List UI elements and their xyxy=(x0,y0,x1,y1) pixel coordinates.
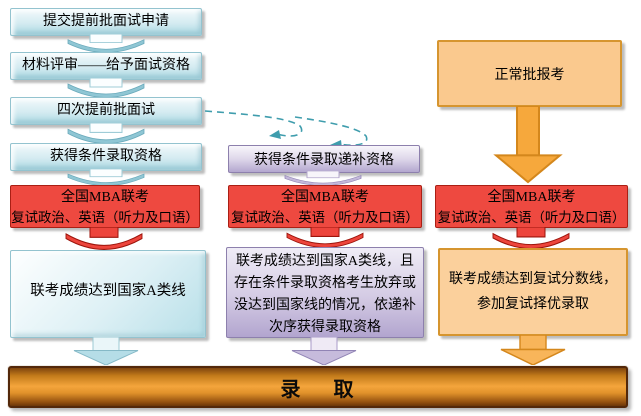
exam-title: 全国MBA联考 xyxy=(487,190,576,205)
down-chevron-arrow-lavender-icon xyxy=(284,171,362,186)
exam-box-left: 全国MBA联考 复试政治、英语（听力及口语） xyxy=(10,185,200,228)
exam-subjects: 复试政治、英语（听力及口语） xyxy=(231,210,419,225)
step-material-review: 材料评审——给予面试资格 xyxy=(10,52,202,80)
exam-box-middle: 全国MBA联考 复试政治、英语（听力及口语） xyxy=(228,185,422,228)
down-chevron-arrow-icon xyxy=(67,78,145,98)
exam-box-right: 全国MBA联考 复试政治、英语（听力及口语） xyxy=(435,185,628,228)
down-block-arrow-lavender-icon xyxy=(291,337,357,366)
down-chevron-arrow-icon xyxy=(67,34,145,53)
entry-waitlist-qualification: 获得条件录取递补资格 xyxy=(228,145,420,173)
down-chevron-arrow-red-icon xyxy=(65,227,143,250)
down-chevron-arrow-red-icon xyxy=(286,227,364,248)
exam-title: 全国MBA联考 xyxy=(281,190,369,205)
result-box-middle: 联考成绩达到国家A类线，且存在条件录取资格考生放弃或没达到国家线的情况，依递补次… xyxy=(226,247,424,338)
down-chevron-arrow-red-icon xyxy=(492,227,570,249)
exam-subjects: 复试政治、英语（听力及口语） xyxy=(11,210,199,225)
down-block-arrow-orange-icon xyxy=(493,106,563,184)
exam-subjects: 复试政治、英语（听力及口语） xyxy=(437,210,626,225)
down-chevron-arrow-icon xyxy=(67,169,145,186)
admission-bar: 录 取 xyxy=(8,366,628,408)
step-four-interviews: 四次提前批面试 xyxy=(10,97,202,125)
down-chevron-arrow-icon xyxy=(67,123,145,144)
result-box-left: 联考成绩达到国家A类线 xyxy=(10,250,206,338)
result-box-right: 联考成绩达到复试分数线，参加复试择优录取 xyxy=(438,248,628,336)
entry-normal-batch: 正常批报考 xyxy=(437,40,622,107)
step-submit-application: 提交提前批面试申请 xyxy=(10,8,202,36)
exam-title: 全国MBA联考 xyxy=(61,190,149,205)
down-block-arrow-cyan-icon xyxy=(73,337,139,366)
step-conditional-admission: 获得条件录取资格 xyxy=(10,143,202,171)
down-block-arrow-orange-icon xyxy=(500,335,566,366)
